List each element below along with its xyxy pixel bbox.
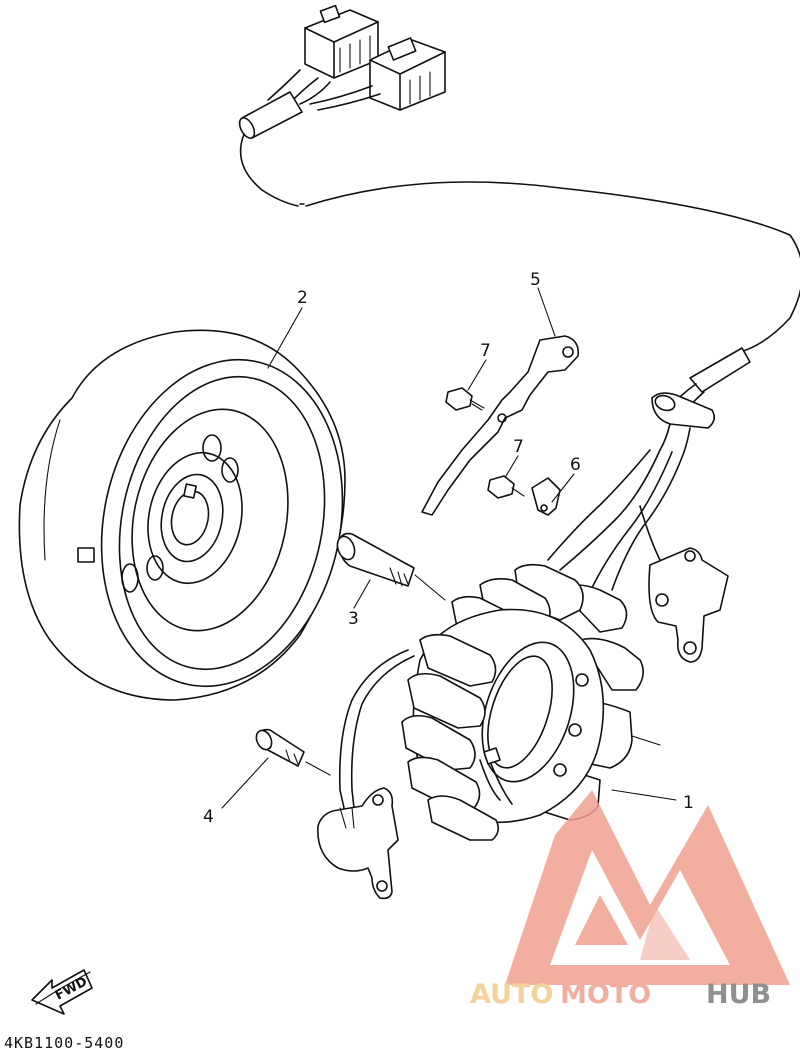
stator-assembly xyxy=(401,563,677,841)
callout-1: 1 xyxy=(683,793,694,813)
callout-7-upper: 7 xyxy=(480,341,491,361)
screw-7-upper xyxy=(445,387,485,411)
bolt-3 xyxy=(336,532,446,601)
bolt-4 xyxy=(255,728,331,776)
callout-6: 6 xyxy=(570,455,581,475)
callout-numbers: 1 2 3 4 5 6 7 7 xyxy=(203,270,694,827)
connector-right xyxy=(369,37,446,111)
callout-2: 2 xyxy=(297,288,308,308)
connector-left xyxy=(304,4,379,79)
watermark-hub: HUB xyxy=(706,979,771,1010)
pickup-coil-upper xyxy=(648,547,729,663)
screw-7-lower xyxy=(487,475,525,499)
watermark-triangle-icon xyxy=(505,790,790,985)
watermark-auto: AUTO xyxy=(470,979,553,1010)
watermark-moto: MOTO xyxy=(560,979,651,1010)
wire-harness xyxy=(238,4,800,417)
fwd-arrow-icon: FWD xyxy=(31,969,93,1015)
callout-4: 4 xyxy=(203,807,214,827)
diagram-code: 4KB1100-5400 xyxy=(4,1034,124,1052)
plate-6 xyxy=(531,477,561,516)
watermark-logo: AUTO MOTO HUB xyxy=(470,790,790,1010)
pickup-coil-lower xyxy=(317,649,415,900)
callout-3: 3 xyxy=(348,609,359,629)
flywheel-rotor xyxy=(18,329,346,701)
callout-7-lower: 7 xyxy=(513,437,524,457)
callout-5: 5 xyxy=(530,270,541,290)
leader-lines xyxy=(221,287,575,809)
cable-clamp-5 xyxy=(421,335,580,516)
grommet xyxy=(547,392,716,593)
